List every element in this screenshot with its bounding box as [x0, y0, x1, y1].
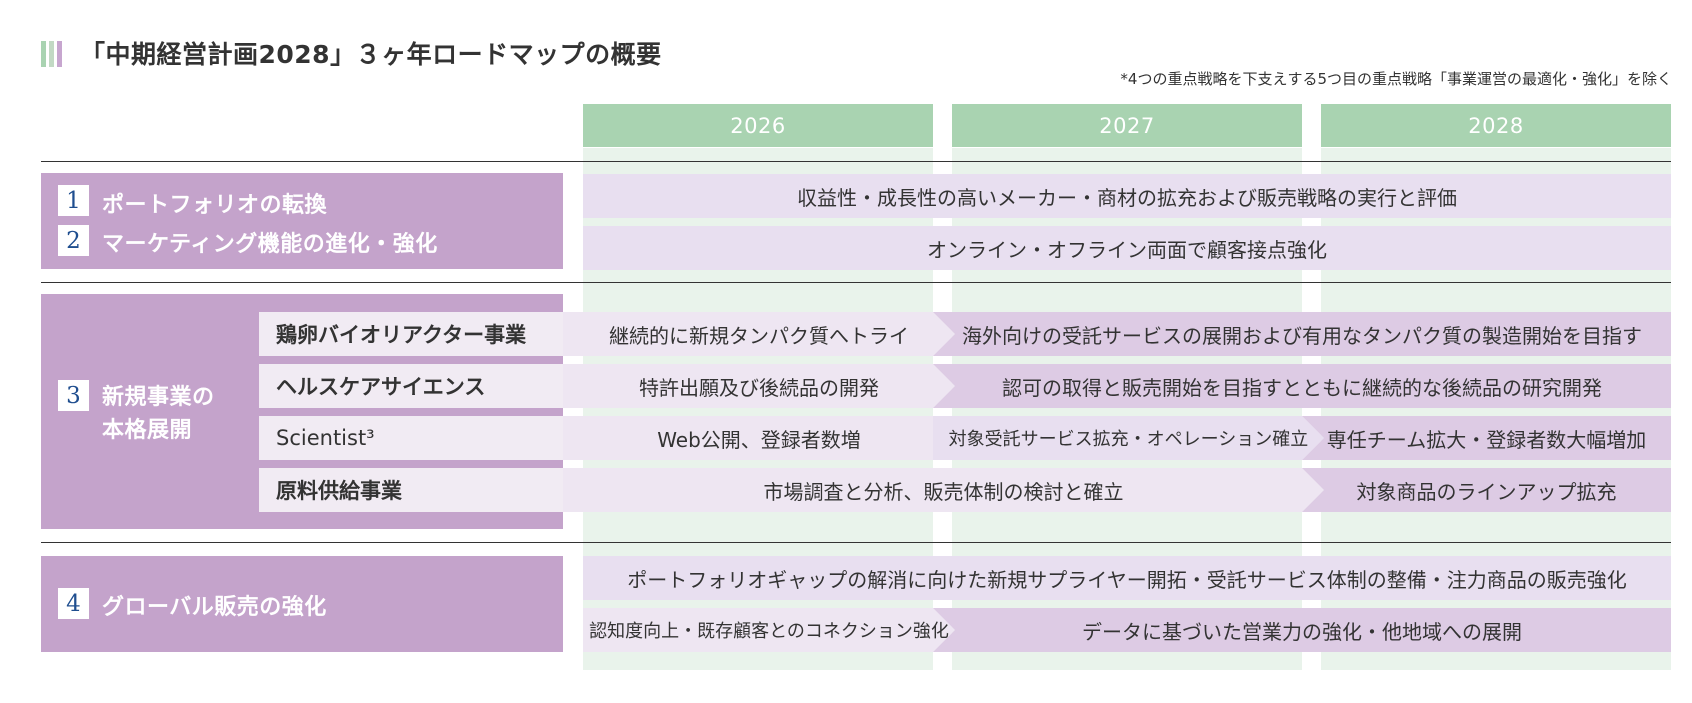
title-accent-bars	[41, 41, 65, 67]
business-label-healthcare: ヘルスケアサイエンス	[259, 364, 563, 408]
phase-bar-egg-1: 継続的に新規タンパク質へトライ	[563, 312, 955, 356]
strategy-label-3-line1: 新規事業の	[102, 385, 215, 410]
divider-line	[41, 542, 1671, 543]
phase-bar-scientist-2: 対象受託サービス拡充・オペレーション確立	[933, 416, 1324, 460]
phase-bar-healthcare-1: 特許出願及び後続品の開発	[563, 364, 955, 408]
roadmap-bar-marketing: オンライン・オフライン両面で顧客接点強化	[583, 226, 1671, 270]
strategy-label-3-line2: 本格展開	[102, 418, 193, 443]
year-header-2028: 2028	[1321, 104, 1671, 147]
roadmap-bar-portfolio: 収益性・成長性の高いメーカー・商材の拡充および販売戦略の実行と評価	[583, 174, 1671, 218]
roadmap-bar-global-full: ポートフォリオギャップの解消に向けた新規サプライヤー開拓・受託サービス体制の整備…	[583, 556, 1671, 600]
year-header-2026: 2026	[583, 104, 933, 147]
phase-bar-raw-material-1: 市場調査と分析、販売体制の検討と確立	[563, 468, 1324, 512]
divider-line	[41, 161, 1671, 162]
divider-line	[41, 282, 1671, 283]
page-title: 「中期経営計画2028」３ヶ年ロードマップの概要	[80, 40, 662, 69]
business-label-egg-bioreactor: 鶏卵バイオリアクター事業	[259, 312, 563, 356]
strategy-number-3: 3	[58, 380, 89, 411]
phase-bar-global-1: 認知度向上・既存顧客とのコネクション強化	[583, 608, 955, 652]
phase-bar-scientist-1: Web公開、登録者数増	[563, 416, 955, 460]
phase-bar-healthcare-2: 認可の取得と販売開始を目指すとともに継続的な後続品の研究開発	[933, 364, 1671, 408]
strategy-number-4: 4	[58, 588, 89, 619]
phase-bar-raw-material-2: 対象商品のラインアップ拡充	[1302, 468, 1671, 512]
year-header-2027: 2027	[952, 104, 1302, 147]
footnote: *4つの重点戦略を下支えする5つ目の重点戦略「事業運営の最適化・強化」を除く	[1120, 70, 1672, 88]
business-label-scientist3: Scientist³	[259, 416, 563, 460]
business-label-raw-material: 原料供給事業	[259, 468, 563, 512]
strategy-block-4: 4 グローバル販売の強化	[41, 556, 563, 652]
strategy-label-2: マーケティング機能の進化・強化	[102, 232, 438, 257]
phase-bar-global-2: データに基づいた営業力の強化・他地域への展開	[933, 608, 1671, 652]
strategy-number-1: 1	[58, 185, 89, 216]
strategy-label-4: グローバル販売の強化	[102, 595, 327, 620]
strategy-label-1: ポートフォリオの転換	[102, 193, 328, 218]
phase-bar-egg-2: 海外向けの受託サービスの展開および有用なタンパク質の製造開始を目指す	[933, 312, 1671, 356]
strategy-number-2: 2	[58, 225, 89, 256]
strategy-block-1-2: 1 ポートフォリオの転換 2 マーケティング機能の進化・強化	[41, 173, 563, 269]
phase-bar-scientist-3: 専任チーム拡大・登録者数大幅増加	[1302, 416, 1671, 460]
